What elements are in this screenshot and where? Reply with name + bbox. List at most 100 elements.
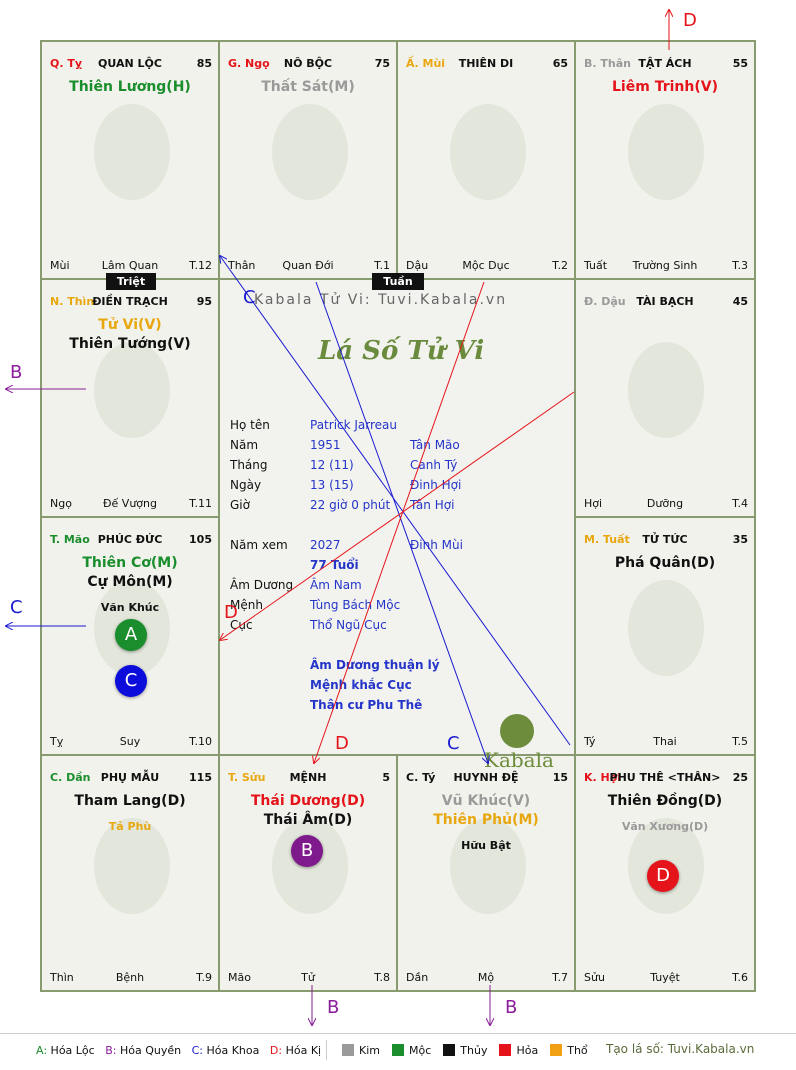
star-name: Tả Phù — [108, 820, 152, 833]
legend-hoa: A: Hóa Lộc B: Hóa Quyền C: Hóa Khoa D: H… — [36, 1044, 321, 1057]
palace-name: TÀI BẠCH — [636, 295, 694, 308]
info-label: Năm — [230, 438, 259, 452]
palace-stem-branch: M. Tuất — [584, 533, 630, 546]
palace-name: PHU THÊ <THÂN> — [609, 771, 721, 784]
palace-month: T.2 — [552, 259, 568, 272]
arrow-label-d-top: D — [683, 10, 697, 31]
chart-note: Âm Dương thuận lý — [310, 658, 440, 672]
chart-note: Thân cư Phu Thê — [310, 698, 423, 712]
info-label: Ngày — [230, 478, 262, 492]
arrow-line-c1 — [220, 256, 571, 746]
legend-a-key: A: — [36, 1044, 48, 1057]
legend-c-key: C: — [191, 1044, 203, 1057]
nam-xem-label: Năm xem — [230, 538, 288, 552]
palace-name: THIÊN DI — [458, 57, 514, 70]
info-value: Âm Nam — [310, 578, 362, 592]
info-value: Patrick Jarreau — [310, 418, 398, 432]
zodiac-animal-watermark — [616, 82, 716, 212]
palace-stem-branch: T. Sửu — [228, 771, 266, 784]
star-name: Liêm Trinh(V) — [612, 79, 718, 95]
info-label: Âm Dương — [230, 578, 294, 592]
arrow-label-c-left: C — [10, 597, 23, 618]
info-extra: Canh Tý — [410, 458, 458, 472]
palace-stem-branch: Q. Tỵ — [50, 57, 83, 70]
arrow-label-c-center-bottom: C — [447, 733, 460, 754]
palace-score: 15 — [552, 771, 568, 784]
palace-bottom-branch: Mùi — [50, 259, 70, 272]
palace-stem-branch: N. Thìn — [50, 295, 95, 308]
star-name: Cự Môn(M) — [87, 574, 173, 590]
palace-stem-branch: T. Mão — [50, 533, 90, 546]
palace-name: NÔ BỘC — [283, 57, 333, 70]
star-name: Thiên Đồng(D) — [607, 793, 723, 809]
star-name: Phá Quân(D) — [614, 555, 716, 571]
legend-element-item: Hỏa — [499, 1044, 538, 1057]
palace-bottom-branch: Tý — [584, 735, 596, 748]
chart-note: Mệnh khắc Cục — [310, 678, 412, 692]
palace-name: TỬ TỨC — [642, 533, 688, 546]
legend-b-text: Hóa Quyền — [119, 1044, 182, 1057]
palace-phase: Lâm Quan — [101, 259, 159, 272]
palace-score: 65 — [552, 57, 568, 70]
legend-swatch — [342, 1044, 354, 1056]
tuan-tag: Tuần — [372, 273, 424, 290]
legend-swatch — [550, 1044, 563, 1056]
arrow-line-d1 — [220, 391, 575, 640]
nam-xem-extra: Đinh Mùi — [410, 538, 463, 552]
palace-phase: Tuyệt — [650, 971, 680, 984]
star-name: Thiên Lương(H) — [69, 79, 191, 95]
info-value: Thổ Ngũ Cục — [310, 618, 387, 632]
palace-month: T.6 — [732, 971, 748, 984]
legend-swatch — [392, 1044, 404, 1056]
palace-name: PHỤ MẪU — [100, 771, 160, 784]
arrow-label-b-bottom2: B — [505, 997, 518, 1018]
info-extra: Tân Hợi — [410, 498, 455, 512]
arrow-line-c2 — [315, 281, 488, 763]
legend-swatch — [499, 1044, 512, 1056]
palace-score: 95 — [196, 295, 212, 308]
zodiac-animal-watermark — [82, 320, 182, 450]
palace-bottom-branch: Hợi — [584, 497, 603, 510]
zodiac-animal-watermark — [260, 82, 360, 212]
legend-element-item: Thủy — [443, 1044, 487, 1057]
palace-name: MỆNH — [289, 771, 327, 784]
palace-score: 55 — [732, 57, 748, 70]
palace-stem-branch: B. Thân — [584, 57, 631, 70]
palace-bottom-branch: Thân — [228, 259, 256, 272]
info-value: Tùng Bách Mộc — [310, 598, 401, 612]
info-label: Tháng — [230, 458, 268, 472]
palace-month: T.12 — [189, 259, 212, 272]
palace-bottom-branch: Ngọ — [50, 497, 72, 510]
palace-phase: Bệnh — [115, 971, 145, 984]
palace-month: T.8 — [374, 971, 390, 984]
info-label: Giờ — [230, 498, 250, 512]
palace-stem-branch: Ấ. Mùi — [406, 57, 446, 70]
palace-phase: Suy — [119, 735, 141, 748]
legend-element-name: Thủy — [460, 1044, 488, 1057]
info-value: 1951 — [310, 438, 341, 452]
palace-phase: Đế Vượng — [103, 497, 157, 510]
palace-phase: Dưỡng — [646, 497, 684, 510]
legend-element-item: Thổ — [550, 1044, 588, 1057]
legend-divider — [0, 1033, 796, 1034]
legend-d-text: Hóa Kị — [285, 1044, 322, 1057]
star-name: Thiên Tướng(V) — [69, 336, 191, 352]
legend-element-item: Kim — [342, 1044, 380, 1057]
palace-month: T.1 — [374, 259, 390, 272]
info-extra: Tân Mão — [410, 438, 460, 452]
zodiac-animal-watermark — [438, 796, 538, 926]
star-name: Thái Âm(D) — [263, 812, 353, 828]
